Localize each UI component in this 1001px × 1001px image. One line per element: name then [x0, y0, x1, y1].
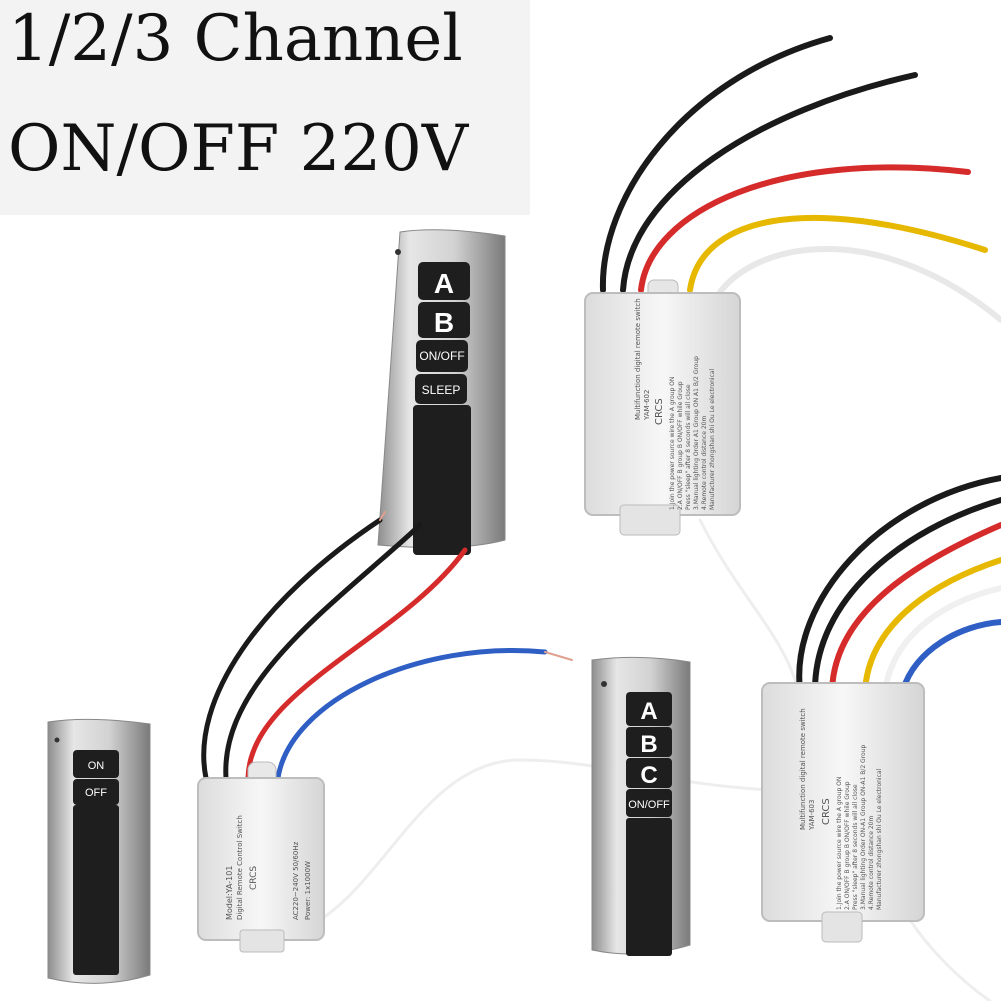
receiver-3ch-instr-3: Press "sleep" after 8 seconds will all c… [852, 784, 859, 910]
receiver-2ch-model: YAM-602 [643, 390, 651, 421]
remote-2ch: A B ON/OFF SLEEP [377, 229, 506, 555]
remote-1ch-button-on [73, 750, 119, 778]
remote-3ch-button-c [626, 758, 672, 788]
remote-2ch-button-b [418, 302, 470, 338]
receiver-2ch-instr-1: 1.Join the power source wire the A group… [669, 377, 676, 510]
receiver-2ch-instr-4: 3.Manual lighting Order A1 Group ON A1 B… [693, 356, 700, 510]
receiver-1ch-power: Power: 1x1000W [304, 861, 312, 920]
remote-3ch-label-a: A [640, 698, 657, 725]
receiver-3ch-instr-1: 1.Join the power source wire the A group… [836, 777, 843, 910]
remote-2ch-button-onoff [416, 340, 468, 372]
receiver-3ch-instr-2: 2.A ON/OFF B group B ON/OFF while Group [844, 781, 851, 910]
receiver-2ch-instr-2: 2.A ON/OFF B group B ON/OFF while Group [677, 381, 684, 510]
remote-3ch-button-a [626, 692, 672, 726]
remote-2ch-label-onoff: ON/OFF [419, 349, 464, 363]
receiver-2ch-instr-6: Manufacturer zhongshan shi Ou Le electro… [709, 368, 716, 510]
receiver-3ch-instr-4: 3.Manual lighting Order ON-A1 Group ON-A… [860, 744, 867, 910]
receiver-3ch-instr-6: Manufacturer zhongshan shi Ou Le electro… [876, 768, 883, 910]
remote-3ch-label-b: B [640, 731, 657, 758]
remote-2ch-label-a: A [434, 268, 454, 299]
remote-2ch-label-b: B [434, 307, 454, 338]
remote-3ch: A B C ON/OFF [591, 656, 691, 956]
remote-2ch-button-sleep [415, 374, 467, 404]
receiver-1ch-name: Digital Remote Control Switch [236, 815, 244, 920]
remote-2ch-button-a [418, 262, 470, 300]
receiver-1ch-brand: CRCS [249, 866, 259, 890]
receiver-1ch-wires [201, 511, 882, 932]
receiver-2ch-wires [599, 35, 1001, 702]
receiver-1ch: Model:YA-101 Digital Remote Control Swit… [197, 761, 325, 953]
receiver-2ch-brand: CRCS [654, 398, 665, 425]
remote-1ch-label-on: ON [88, 760, 105, 772]
receiver-3ch-name: Multifunction digital remote switch [799, 708, 807, 830]
receiver-2ch-instr-3: Press "sleep" after 8 seconds will all c… [685, 384, 692, 510]
title-line-1: 1/2/3 Channel [8, 2, 463, 76]
receiver-2ch-instr-5: 4.Remote control distance 20m [701, 416, 708, 510]
remote-1ch-button-off [73, 779, 119, 805]
remote-1ch: ON OFF [47, 718, 151, 984]
remote-1ch-label-off: OFF [85, 787, 107, 799]
remote-3ch-label-c: C [640, 762, 657, 789]
remote-3ch-button-b [626, 727, 672, 757]
receiver-2ch: Multifunction digital remote switch YAM-… [584, 279, 741, 536]
remote-3ch-label-onoff: ON/OFF [628, 799, 670, 811]
title-box: 1/2/3 Channel ON/OFF 220V [0, 0, 530, 215]
receiver-1ch-voltage: AC220~240V 50/60Hz [292, 841, 300, 920]
remote-3ch-button-onoff [626, 789, 672, 817]
receiver-3ch-model: YAM-603 [808, 800, 816, 831]
receiver-3ch-brand: CRCS [821, 798, 832, 825]
remote-2ch-label-sleep: SLEEP [422, 383, 461, 397]
title-line-2: ON/OFF 220V [8, 112, 469, 186]
receiver-3ch-instr-5: 4.Remote control distance 20m [868, 816, 875, 910]
receiver-3ch: Multifunction digital remote switch YAM-… [761, 682, 925, 943]
receiver-2ch-name: Multifunction digital remote switch [634, 298, 642, 420]
receiver-3ch-wires [796, 475, 1001, 1001]
receiver-1ch-model: Model:YA-101 [225, 866, 234, 920]
